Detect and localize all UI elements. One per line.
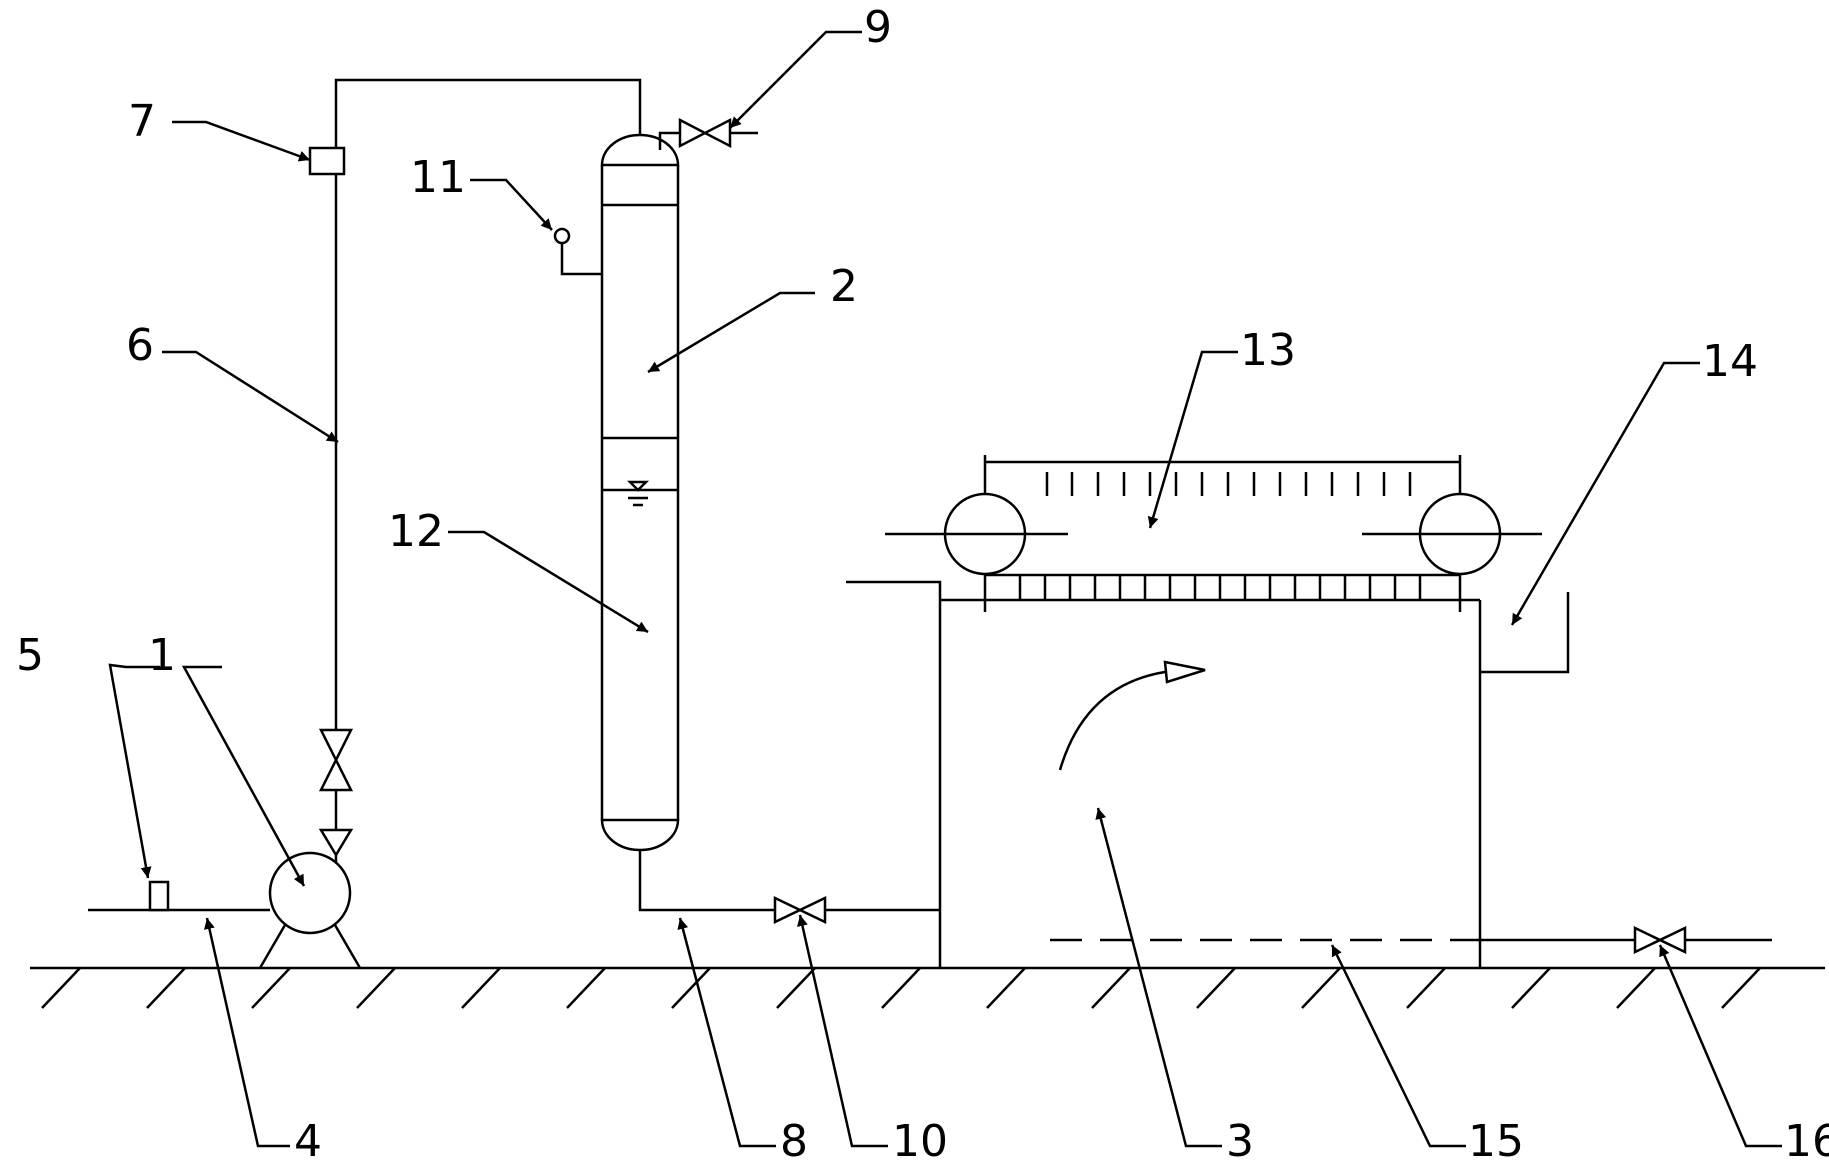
label-7: 7 <box>128 96 156 147</box>
leader-lines <box>108 30 1782 1148</box>
label-10: 10 <box>892 1116 948 1162</box>
label-14: 14 <box>1702 336 1758 387</box>
ground <box>30 966 1825 1009</box>
label-3: 3 <box>1226 1116 1254 1162</box>
label-15: 15 <box>1468 1116 1524 1162</box>
check-valves <box>318 728 354 863</box>
drain-pipe <box>1050 926 1772 954</box>
feed-pipe <box>308 78 642 730</box>
column <box>600 133 680 852</box>
label-8: 8 <box>780 1116 808 1162</box>
vent-valve <box>658 117 758 150</box>
pump <box>258 851 362 969</box>
label-6: 6 <box>126 320 154 371</box>
label-13: 13 <box>1240 325 1296 376</box>
label-1: 1 <box>148 630 176 681</box>
label-2: 2 <box>830 261 858 312</box>
conveyor <box>885 455 1542 612</box>
label-9: 9 <box>864 2 892 53</box>
label-16: 16 <box>1784 1116 1829 1162</box>
outlet-pipe <box>638 850 940 924</box>
inlet-pipe <box>88 880 270 912</box>
label-12: 12 <box>388 506 444 557</box>
label-5: 5 <box>16 630 44 681</box>
label-11: 11 <box>410 152 466 203</box>
pressure-gauge <box>553 227 602 276</box>
tank <box>846 580 1570 968</box>
labels: 1 2 3 4 5 6 7 8 9 10 11 12 13 14 15 16 <box>16 2 1829 1162</box>
label-4: 4 <box>294 1116 322 1162</box>
